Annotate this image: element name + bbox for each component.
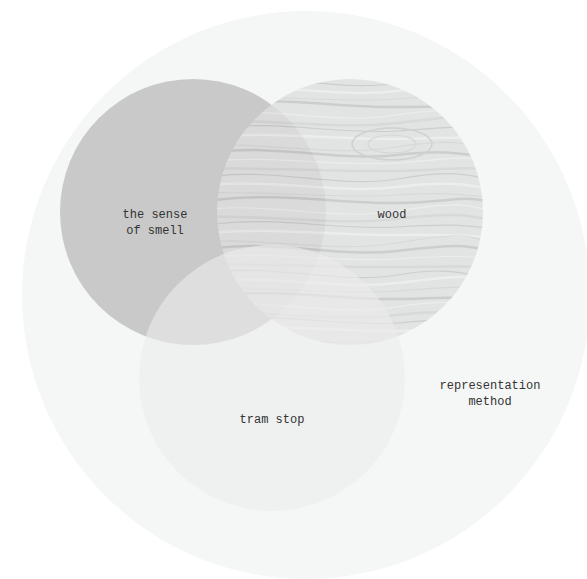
venn-circle: tram stop — [139, 245, 405, 511]
circle-label: representation method — [435, 378, 545, 410]
circle-label: wood — [362, 207, 422, 223]
outer-region: the sense of smell wood tram stop represent… — [22, 11, 587, 579]
circle-shape — [139, 245, 405, 511]
circle-label: tram stop — [227, 412, 317, 428]
circle-label: the sense of smell — [118, 207, 192, 239]
